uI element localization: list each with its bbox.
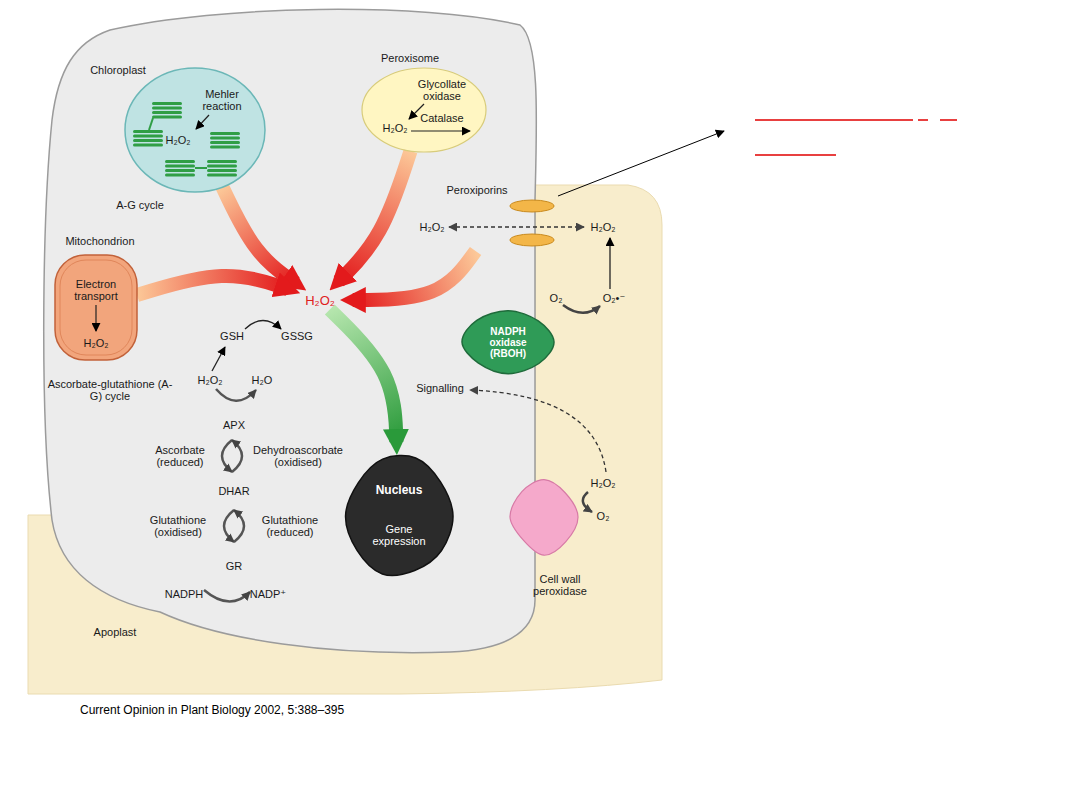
thylakoid <box>210 146 240 149</box>
inner-membrane <box>60 260 132 355</box>
node-text: H₂O₂ <box>83 337 108 349</box>
annotation-label: Apoplast <box>94 626 137 638</box>
cell-body <box>44 9 537 652</box>
flux-arrow <box>137 276 288 295</box>
reaction-arrow <box>609 238 610 289</box>
nucleus-blob <box>346 456 453 576</box>
annotation-label: H₂O <box>252 374 273 386</box>
thylakoid <box>152 111 182 114</box>
lamella <box>195 167 207 169</box>
annotation-label: APX <box>223 419 245 431</box>
annotation-label: GSH <box>220 330 244 342</box>
figure-caption: Current Opinion in Plant Biology 2002, 5… <box>80 703 344 717</box>
thylakoid <box>152 107 182 110</box>
node-shape <box>125 68 265 192</box>
thylakoid <box>207 165 237 168</box>
nucleus: NucleusGene expression <box>345 455 453 577</box>
node-title: Peroxisome <box>381 52 439 64</box>
node-title: H₂O₂ <box>305 293 335 308</box>
chloroplast-outline <box>125 68 265 192</box>
reaction-arrow <box>411 130 470 131</box>
annotation-label: H₂O₂ <box>419 221 444 233</box>
annotation-label: Dehydroascorbate (oxidised) <box>248 444 348 468</box>
thylakoid <box>210 141 240 144</box>
annotation-label: O₂•⁻ <box>603 292 625 304</box>
annotation-label: O₂ <box>597 510 610 522</box>
channel-protein <box>510 234 554 246</box>
thylakoid <box>165 174 195 177</box>
node-title: Chloroplast <box>90 64 146 76</box>
blank-answer-lines <box>755 120 957 155</box>
node-title: Nucleus <box>376 483 423 497</box>
signalling-arrow <box>470 390 606 472</box>
annotation-label: DHAR <box>218 485 249 497</box>
pointer-line <box>558 131 724 196</box>
node-shape <box>510 478 578 556</box>
annotation-label: Glutathione (reduced) <box>257 514 323 538</box>
annotation-label: Ascorbate (reduced) <box>149 444 211 468</box>
annotation-label: NADPH <box>165 588 204 600</box>
channel-protein <box>510 200 554 212</box>
thylakoid <box>210 132 240 135</box>
enzyme-blob <box>510 480 578 556</box>
reaction-arrow <box>583 492 592 512</box>
thylakoid <box>133 144 163 147</box>
node-text: Glycollate oxidase <box>411 78 473 102</box>
diffusion-arrow <box>449 226 584 227</box>
annotation-label: O₂ <box>550 292 563 304</box>
peroxiporin-channel: Peroxiporins <box>440 181 562 251</box>
thylakoid <box>207 174 237 177</box>
node-text: H₂O₂ <box>382 122 407 134</box>
thylakoid <box>133 135 163 138</box>
annotation-label: H₂O₂ <box>590 221 615 233</box>
thylakoid <box>133 139 163 142</box>
thylakoid <box>207 160 237 163</box>
reaction-arrow <box>95 305 96 331</box>
peroxisome: PeroxisomeGlycollate oxidaseH₂O₂Catalase <box>362 68 486 152</box>
thylakoid <box>165 165 195 168</box>
lamella <box>149 118 153 130</box>
annotation-label: GR <box>226 560 243 572</box>
annotation-label: Signalling <box>416 382 464 394</box>
thylakoid <box>152 102 182 105</box>
node-shape <box>345 455 453 577</box>
node-title: Peroxiporins <box>446 184 507 196</box>
flux-arrow <box>353 251 476 300</box>
node-title: Cell wall peroxidase <box>524 573 596 597</box>
node-text: A-G cycle <box>116 199 164 211</box>
node-text: H₂O₂ <box>165 134 190 146</box>
cycle-arrows <box>204 321 281 602</box>
reaction-arrow <box>563 305 600 313</box>
annotation-label: Ascorbate-glutathione (A-G) cycle <box>45 378 175 402</box>
reaction-arrow <box>196 115 209 129</box>
node-text: Electron transport <box>61 278 131 302</box>
peroxisome-outline <box>362 68 486 152</box>
node-text: Mehler reaction <box>196 88 248 112</box>
thylakoid <box>165 160 195 163</box>
flux-arrow <box>339 151 411 281</box>
annotation-label: GSSG <box>281 330 313 342</box>
node-title: Mitochondrion <box>65 235 134 247</box>
thylakoid <box>165 169 195 172</box>
mitochondrion-outline <box>55 255 137 360</box>
annotation-label: Glutathione (oxidised) <box>145 514 211 538</box>
annotation-label: H₂O₂ <box>197 374 222 386</box>
nadph-oxidase: NADPH oxidase (RBOH) <box>462 310 554 374</box>
node-title: NADPH oxidase (RBOH) <box>477 326 539 359</box>
flux-arrow <box>222 187 295 283</box>
thylakoid <box>152 116 182 119</box>
thylakoid <box>207 169 237 172</box>
node-text: Catalase <box>420 112 463 124</box>
mitochondrion: MitochondrionElectron transportH₂O₂ <box>55 255 137 360</box>
node-text: Gene expression <box>362 523 437 547</box>
annotation-label: NADP⁺ <box>250 588 286 600</box>
cytosolic-h2o2: H₂O₂ <box>300 291 340 310</box>
enzyme-blob <box>462 311 554 374</box>
cell-wall-peroxidase: Cell wall peroxidase <box>510 478 578 556</box>
thylakoid <box>133 130 163 133</box>
signal-arrow <box>330 310 397 443</box>
thylakoid <box>210 137 240 140</box>
annotation-label: H₂O₂ <box>590 477 615 489</box>
chloroplast: ChloroplastMehler reactionH₂O₂A-G cycle <box>125 68 265 192</box>
